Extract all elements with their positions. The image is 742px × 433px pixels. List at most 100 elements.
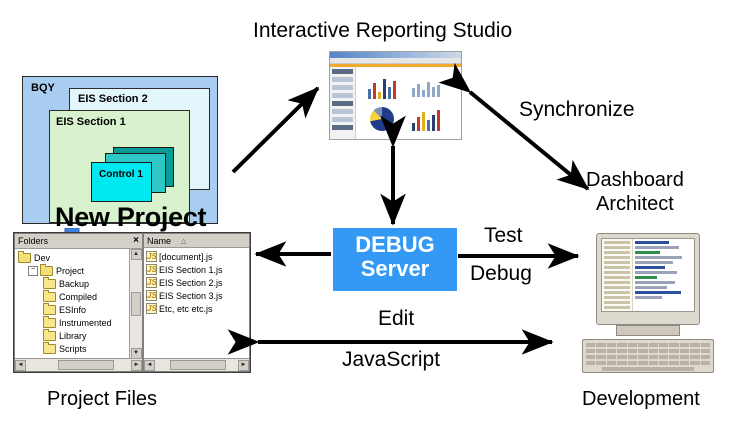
folder-label: Project (56, 265, 85, 276)
folder-icon (43, 289, 56, 302)
folder-label: Compiled (59, 291, 98, 302)
control-1-label: Control 1 (99, 169, 143, 180)
folder-tree-item[interactable]: Instrumented (18, 315, 142, 329)
folder-icon (43, 341, 56, 354)
close-icon[interactable]: × (133, 235, 139, 246)
javascript-file-icon: JS (146, 303, 157, 314)
dashboard-architect-line-2: Architect (596, 193, 674, 215)
edge-label-test: Test (484, 224, 523, 247)
interactive-reporting-studio-thumbnail[interactable] (329, 51, 462, 140)
studio-toolbar (330, 64, 461, 67)
debug-server-node[interactable]: DEBUG Server (333, 228, 457, 291)
project-files-caption: Project Files (47, 388, 158, 410)
studio-titlebar (330, 52, 461, 58)
studio-nav-pane (330, 67, 356, 139)
folder-label: Instrumented (59, 317, 112, 328)
folder-label: ESInfo (59, 304, 87, 315)
scroll-thumb[interactable] (57, 360, 114, 370)
folder-tree-item[interactable]: Compiled (18, 289, 142, 303)
keyboard (582, 339, 714, 373)
folders-pane-title: Folders (18, 236, 49, 246)
javascript-file-icon: JS (146, 277, 157, 288)
studio-title-label: Interactive Reporting Studio (253, 19, 513, 42)
edge-label-edit: Edit (378, 307, 415, 330)
new-project-label: New Project (55, 202, 207, 232)
monitor-screen (601, 238, 695, 312)
file-list-item[interactable]: JS[document].js (146, 250, 249, 263)
folder-label: Library (59, 330, 87, 341)
ide-code-editor (633, 239, 694, 311)
folder-icon (43, 315, 56, 328)
folder-icon (40, 263, 53, 276)
edge-label-synchronize: Synchronize (519, 98, 635, 121)
ide-file-tree (602, 239, 633, 311)
column-header-name: Name (147, 235, 172, 246)
folder-label: Backup (59, 278, 90, 289)
debug-server-line-2: Server (360, 255, 430, 281)
development-caption: Development (582, 388, 700, 410)
scroll-thumb[interactable] (131, 292, 141, 316)
folders-vertical-scrollbar[interactable]: ▲ ▼ (129, 249, 142, 359)
folder-tree-item[interactable]: Backup (18, 276, 142, 290)
file-name-label: EIS Section 3.js (159, 290, 223, 301)
scroll-left-icon[interactable]: ◄ (144, 359, 155, 371)
arrow-bqy-to-studio (231, 86, 320, 174)
file-name-label: EIS Section 1.js (159, 264, 223, 275)
file-name-label: Etc, etc etc.js (159, 303, 213, 314)
studio-menubar (330, 58, 461, 64)
folder-tree-item[interactable]: Dev (18, 250, 142, 264)
file-list-column-header[interactable]: Name △ (144, 234, 249, 248)
dashboard-architect-line-1: Dashboard (586, 169, 684, 191)
studio-body (330, 67, 461, 139)
file-list-horizontal-scrollbar[interactable]: ◄ ► (144, 358, 249, 371)
folder-icon (18, 250, 31, 263)
development-workstation (582, 233, 714, 373)
javascript-file-icon: JS (146, 251, 157, 262)
scroll-left-icon[interactable]: ◄ (15, 359, 26, 371)
mini-pie-chart (370, 107, 394, 131)
eis-section-2-label: EIS Section 2 (78, 93, 148, 105)
folders-pane-header: Folders × (15, 234, 142, 249)
scroll-up-icon[interactable]: ▲ (130, 249, 142, 260)
folder-label: Dev (34, 252, 51, 263)
studio-report-canvas (356, 67, 461, 139)
folder-icon (43, 302, 56, 315)
folder-label: Scripts (59, 343, 87, 354)
scroll-thumb[interactable] (169, 360, 226, 370)
scroll-right-icon[interactable]: ► (131, 359, 142, 371)
mini-bar-chart-1 (368, 77, 396, 99)
edge-label-javascript: JavaScript (342, 348, 441, 371)
javascript-file-icon: JS (146, 264, 157, 275)
debug-server-line-1: DEBUG (355, 232, 435, 257)
folder-tree-item[interactable]: − Project (18, 263, 142, 277)
edge-label-debug: Debug (470, 262, 532, 285)
file-name-label: EIS Section 2.js (159, 277, 223, 288)
sort-ascending-icon: △ (181, 237, 187, 245)
monitor (596, 233, 700, 325)
bqy-label: BQY (31, 82, 55, 94)
folder-icon (43, 328, 56, 341)
scroll-right-icon[interactable]: ► (238, 359, 249, 371)
mini-bar-chart-3 (412, 109, 440, 131)
file-name-label: [document].js (159, 251, 213, 262)
javascript-file-icon: JS (146, 290, 157, 301)
folders-horizontal-scrollbar[interactable]: ◄ ► (15, 358, 142, 371)
monitor-stand (616, 325, 680, 336)
eis-section-1-label: EIS Section 1 (56, 116, 126, 128)
folder-tree-item[interactable]: Scripts (18, 341, 142, 355)
tree-expander-icon[interactable]: − (28, 265, 38, 276)
control-card-front (91, 162, 152, 202)
folder-tree-item[interactable]: Library (18, 328, 142, 342)
folder-icon (43, 276, 56, 289)
folder-tree-item[interactable]: ESInfo (18, 302, 142, 316)
